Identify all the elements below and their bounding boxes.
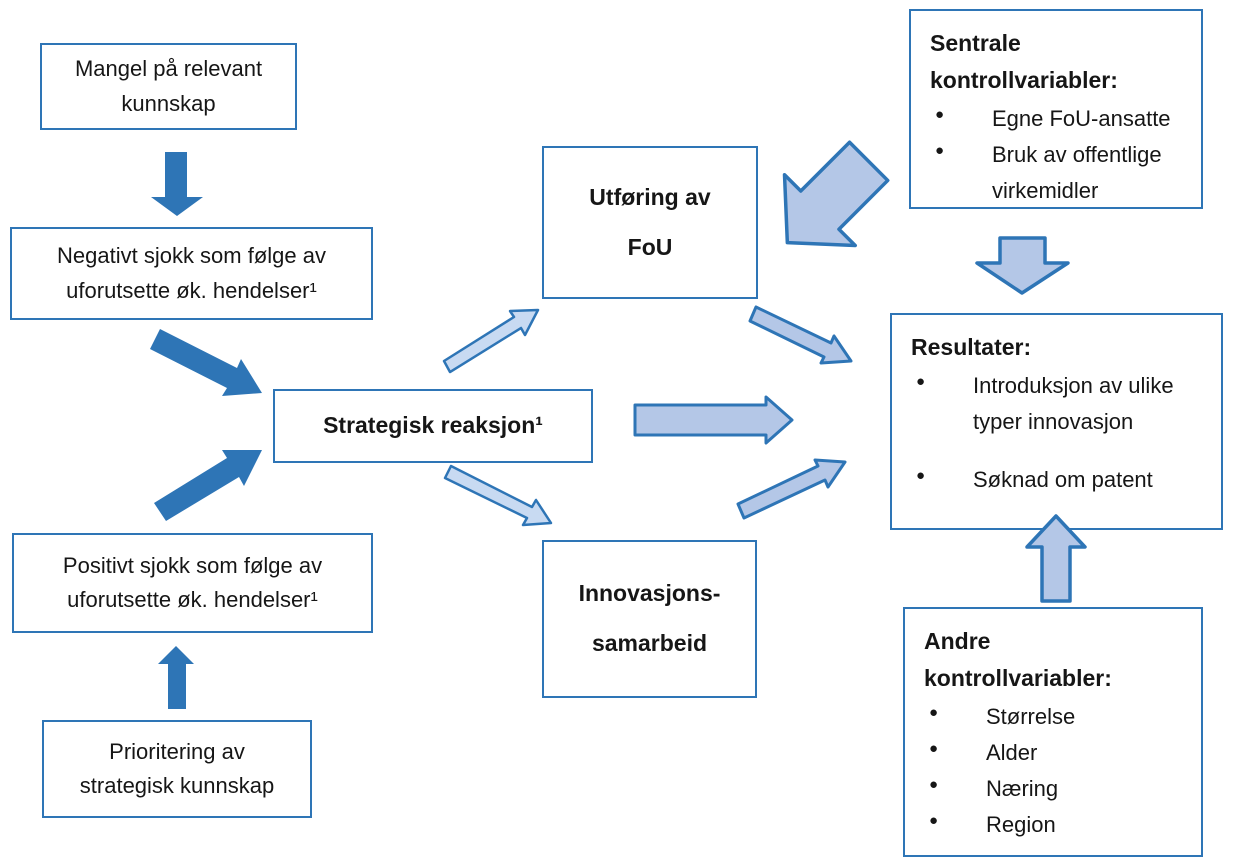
box-prioritering: Prioritering av strategisk kunnskap <box>42 720 312 818</box>
box-text-line: FoU <box>627 233 673 260</box>
bullet-icon: ● <box>935 141 945 159</box>
box-andre-kontrollvariabler: Andre kontrollvariabler: ● Størrelse ● A… <box>903 607 1203 857</box>
list-item: ● Introduksjon av ulike typer innovasjon <box>911 368 1203 440</box>
box-text-line: samarbeid <box>591 630 708 656</box>
arrow-up-prioritering-to-positivt-icon <box>158 646 194 709</box>
box-heading: Resultater: <box>911 334 1032 360</box>
arrow-strategisk-to-resultater-icon <box>633 395 794 445</box>
box-text-line: uforutsette øk. hendelser¹ <box>67 587 318 612</box>
list-item-label: Søknad om patent <box>973 466 1153 492</box>
list-item: ● Størrelse <box>924 699 1183 735</box>
arrow-innovasjons-to-resultater-icon <box>736 458 847 520</box>
box-heading: Sentrale kontrollvariabler: <box>930 30 1118 93</box>
arrow-negativt-to-strategisk-icon <box>150 329 262 396</box>
box-negativt-sjokk: Negativt sjokk som følge av uforutsette … <box>10 227 373 320</box>
list-item-label: Størrelse <box>986 703 1076 729</box>
bullet-icon: ● <box>929 775 939 793</box>
arrow-down-sentrale-to-resultater-icon <box>975 236 1070 295</box>
list-item-label: Alder <box>986 739 1038 765</box>
box-resultater: Resultater: ● Introduksjon av ulike type… <box>890 313 1223 530</box>
box-heading: Andre kontrollvariabler: <box>924 628 1112 691</box>
box-text-line: Innovasjons- <box>578 580 721 607</box>
list-item: ● Bruk av offentlige virkemidler <box>930 137 1183 209</box>
arrow-utforing-to-resultater-icon <box>748 305 853 365</box>
box-text-line: strategisk kunnskap <box>79 773 275 798</box>
box-text-line: Strategisk reaksjon¹ <box>323 412 543 439</box>
arrow-positivt-to-strategisk-icon <box>154 450 262 521</box>
box-text-line: Positivt sjokk som følge av <box>62 552 323 578</box>
list-item: ● Region <box>924 807 1183 843</box>
box-text-line: Mangel på relevant <box>74 56 263 82</box>
list-item-label: Næring <box>986 775 1059 801</box>
list-item: ● Alder <box>924 735 1183 771</box>
list-item-label: Egne FoU-ansatte <box>992 105 1171 131</box>
arrow-down-mangel-to-negativt-icon <box>151 152 203 216</box>
list-item: ● Egne FoU-ansatte <box>930 101 1183 137</box>
box-text-line: Prioritering av <box>109 738 245 764</box>
bullet-icon: ● <box>916 466 926 484</box>
bullet-icon: ● <box>929 739 939 757</box>
box-text-line: Negativt sjokk som følge av <box>57 243 326 269</box>
box-text-line: uforutsette øk. hendelser¹ <box>66 277 317 303</box>
box-strategisk-reaksjon: Strategisk reaksjon¹ <box>273 389 593 463</box>
box-utforing-av-fou: Utføring av FoU <box>542 146 758 299</box>
list-item-label: Region <box>986 811 1056 837</box>
arrow-strategisk-to-utforing-icon <box>442 308 540 374</box>
list-item-label: Introduksjon av ulike typer innovasjon <box>973 372 1174 434</box>
box-text-line: kunnskap <box>121 90 216 116</box>
box-innovasjonssamarbeid: Innovasjons- samarbeid <box>542 540 757 698</box>
box-positivt-sjokk: Positivt sjokk som følge av uforutsette … <box>12 533 373 633</box>
bullet-icon: ● <box>929 811 939 829</box>
arrow-strategisk-to-innovasjons-icon <box>443 464 553 527</box>
box-sentrale-kontrollvariabler: Sentrale kontrollvariabler: ● Egne FoU-a… <box>909 9 1203 209</box>
bullet-icon: ● <box>929 703 939 721</box>
list-item: ● Søknad om patent <box>911 462 1203 498</box>
bullet-icon: ● <box>916 372 926 390</box>
box-text-line: Utføring av <box>589 183 711 210</box>
list-item-label: Bruk av offentlige virkemidler <box>992 141 1162 203</box>
box-mangel-pa-relevant-kunnskap: Mangel på relevant kunnskap <box>40 43 297 130</box>
arrow-sentrale-to-utforing-icon <box>782 140 890 248</box>
bullet-icon: ● <box>935 105 945 123</box>
list-item: ● Næring <box>924 771 1183 807</box>
